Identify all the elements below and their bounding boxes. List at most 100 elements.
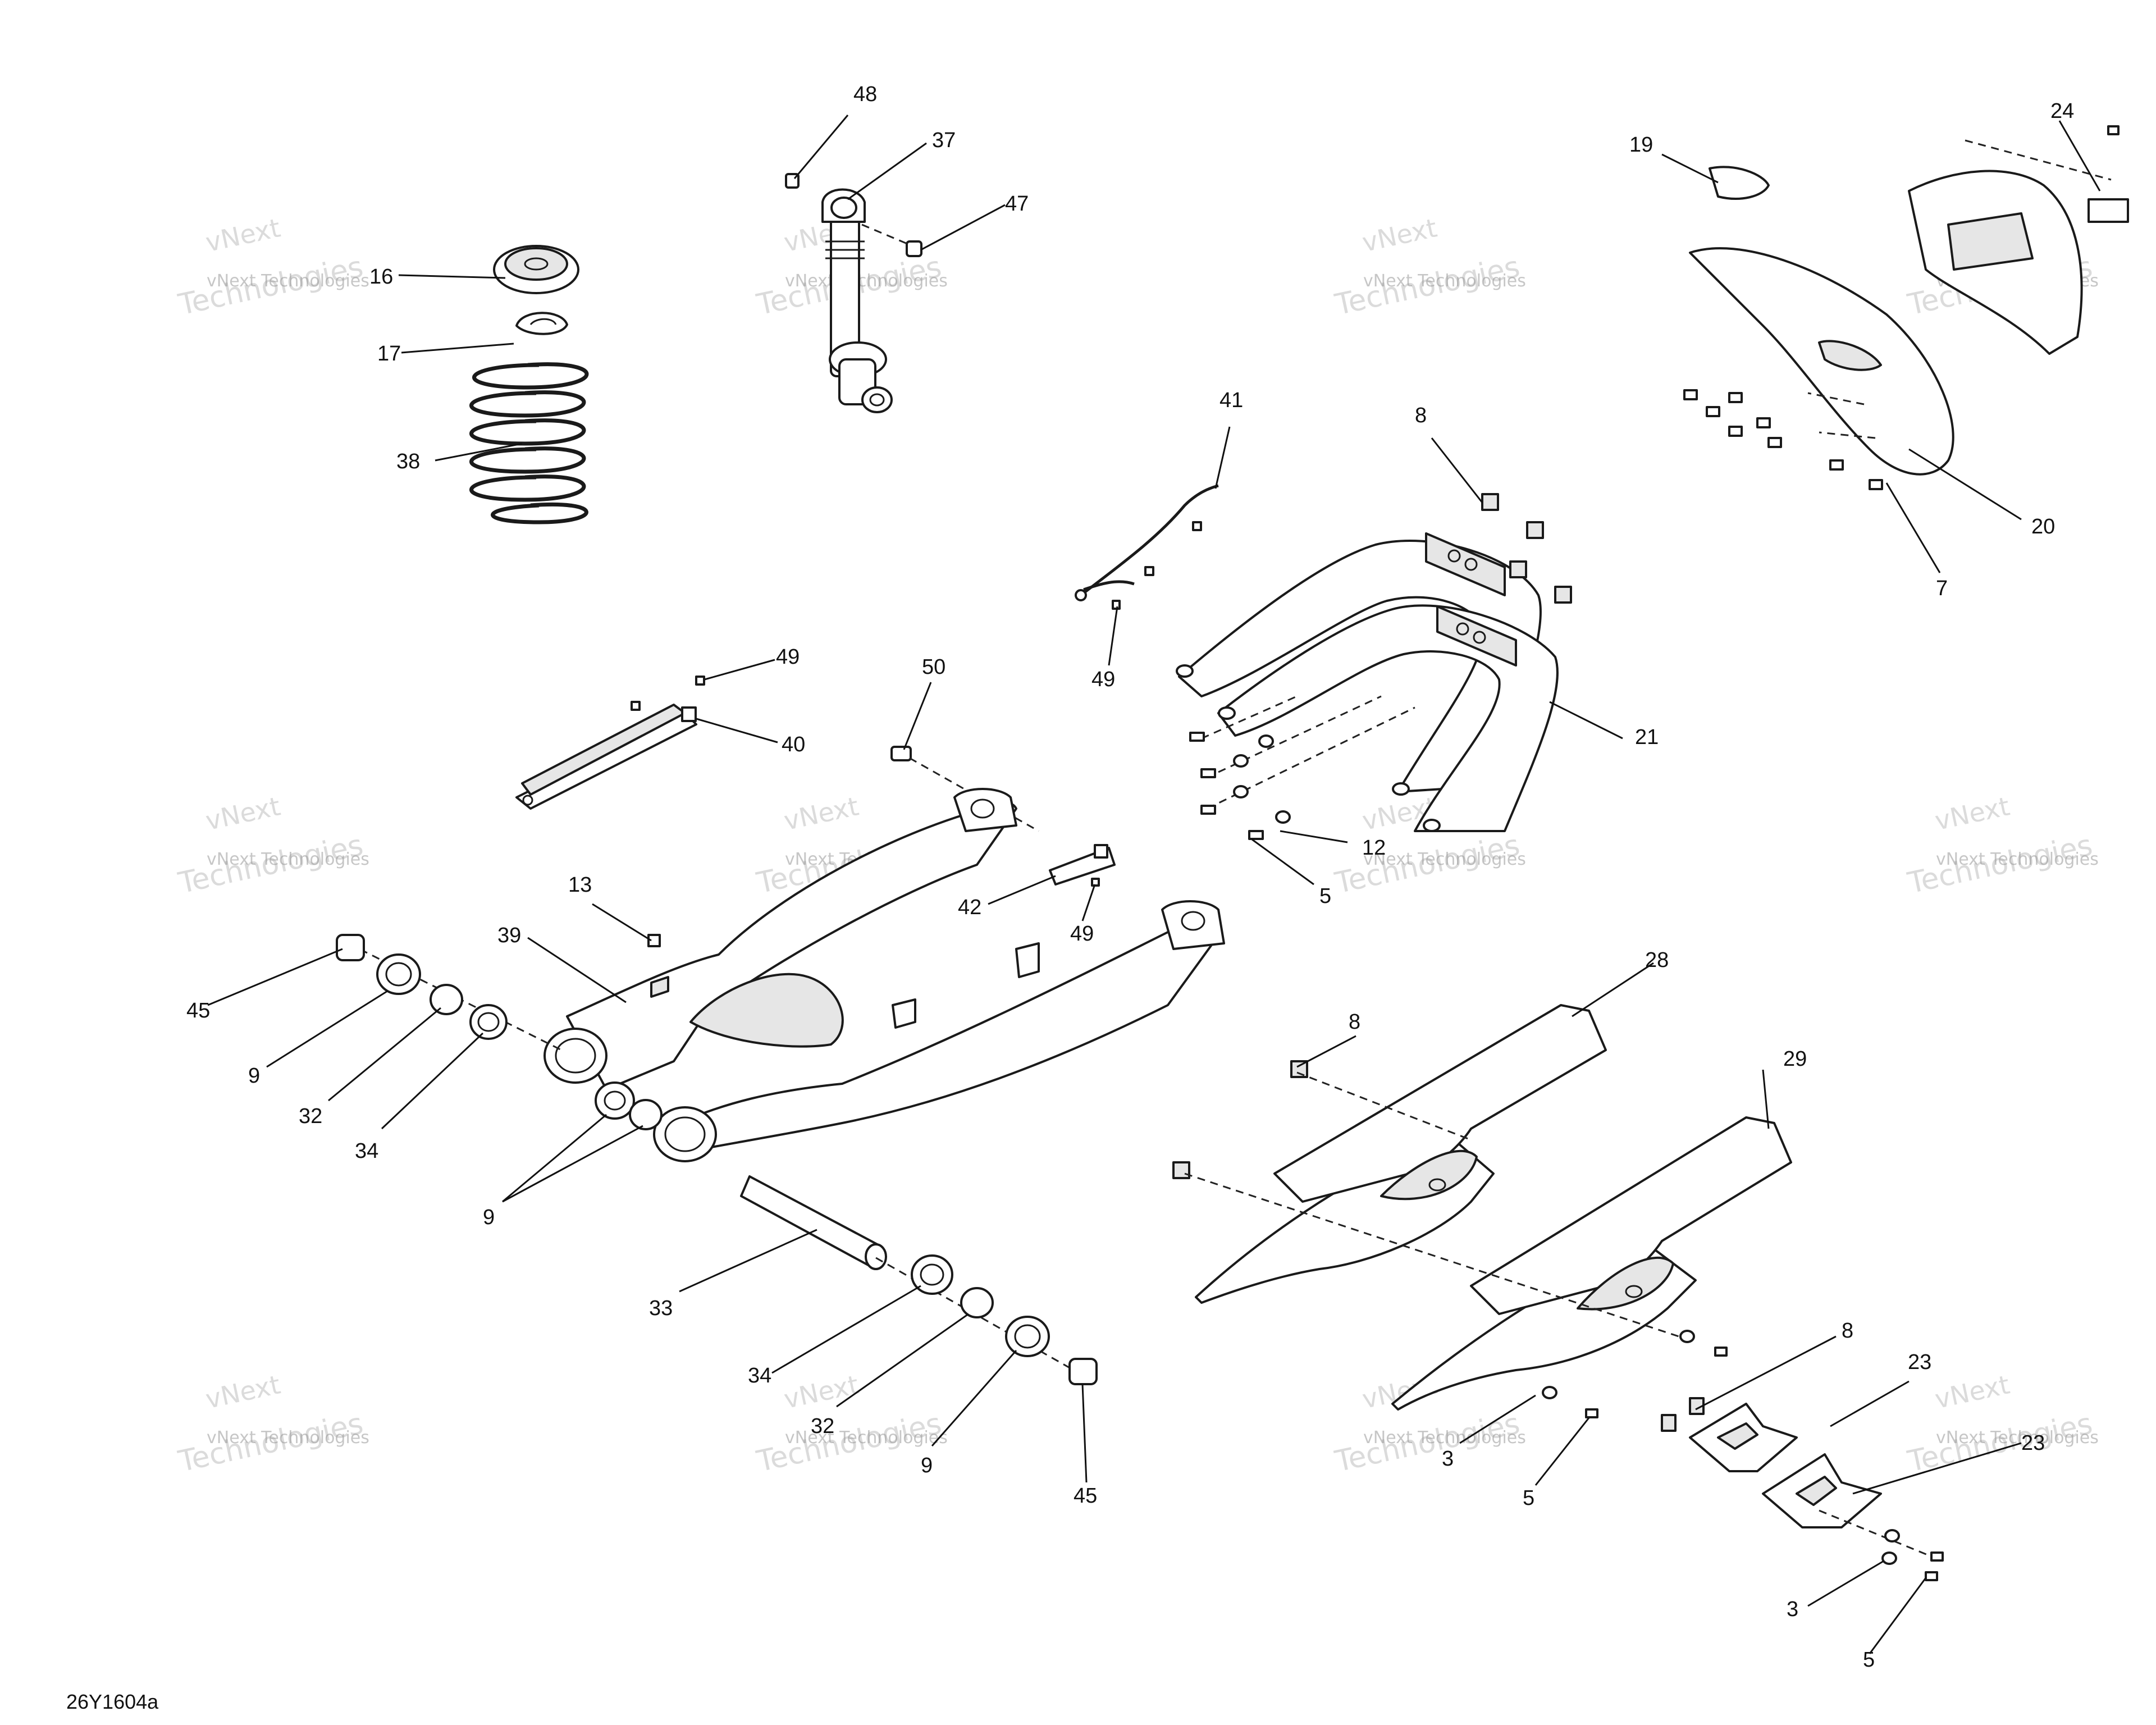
callout-37: 37 — [932, 129, 956, 152]
screw-49 — [695, 676, 705, 686]
callout-20: 20 — [2031, 515, 2055, 539]
tail-light-assembly — [1683, 125, 2129, 490]
watermark-text: vNext Technologies — [1363, 850, 1526, 869]
callout-9-right: 9 — [921, 1454, 933, 1477]
pivot-shaft-33 — [740, 1175, 883, 1267]
callout-17: 17 — [377, 342, 401, 366]
callout-3-cover: 3 — [1787, 1598, 1798, 1621]
watermark-text: vNext Technologies — [207, 1428, 369, 1448]
sleeve-34 — [469, 1004, 508, 1040]
watermark-brand: vNext — [781, 791, 861, 836]
screw-49 — [1112, 600, 1121, 610]
callout-8-guard: 8 — [1349, 1010, 1360, 1034]
callout-7: 7 — [1936, 577, 1948, 600]
callout-47: 47 — [1005, 192, 1029, 216]
spring-assembly — [469, 245, 589, 524]
watermark-text: vNext Technologies — [1363, 271, 1526, 291]
callouts: 48 37 47 16 17 38 19 24 20 7 41 8 49 21 … — [186, 83, 2074, 1672]
callout-28: 28 — [1645, 948, 1669, 972]
pivot-hardware-left — [336, 934, 663, 1130]
callout-39: 39 — [497, 924, 521, 947]
callout-5-cover: 5 — [1863, 1648, 1875, 1672]
washer-12 — [1258, 734, 1274, 748]
clip-nut-8 — [1661, 1414, 1677, 1432]
watermark-text: vNext Technologies — [785, 271, 948, 291]
bracket-40 — [515, 676, 705, 810]
rear-rack-21 — [1176, 493, 1572, 840]
callout-13: 13 — [568, 873, 592, 897]
screw-5 — [1714, 1347, 1728, 1357]
callout-19: 19 — [1629, 133, 1653, 157]
callout-16: 16 — [369, 265, 393, 289]
chain-guard-hardware — [1184, 1071, 1728, 1418]
reflector — [2088, 198, 2129, 223]
cable-41 — [1075, 484, 1219, 610]
flange-bolt-45 — [336, 934, 365, 961]
callout-32-right: 32 — [811, 1414, 834, 1438]
watermark-brand: vNext — [203, 1369, 283, 1414]
watermark-brand: vNext — [203, 791, 283, 836]
callout-33: 33 — [649, 1297, 673, 1320]
watermark-text: vNext Technologies — [207, 271, 369, 291]
bushing-32 — [430, 984, 463, 1015]
nut-13 — [647, 934, 661, 947]
callout-3-guard: 3 — [1442, 1447, 1454, 1471]
screw-5 — [1189, 732, 1205, 742]
pivot-hardware-right — [740, 1175, 1098, 1385]
callout-40: 40 — [782, 733, 805, 756]
callout-49-lower: 49 — [1070, 922, 1094, 946]
spring-retainer-16 — [493, 245, 579, 294]
callout-23-lower: 23 — [2021, 1431, 2045, 1455]
bracket-cover-23 — [1661, 1397, 1944, 1581]
watermark-text: vNext Technologies — [1363, 1428, 1526, 1448]
callout-34-left: 34 — [355, 1139, 378, 1163]
shock-bolt-47 — [861, 223, 922, 257]
callout-38: 38 — [396, 450, 420, 473]
callout-45-left: 45 — [186, 999, 210, 1023]
chain-guard-29 — [1391, 1116, 1792, 1411]
callout-49-cable: 49 — [1091, 668, 1115, 691]
callout-9-center: 9 — [483, 1206, 495, 1229]
coil-spring-38 — [469, 362, 589, 524]
callout-42: 42 — [958, 896, 981, 919]
callout-50: 50 — [922, 655, 945, 679]
watermark-text: vNext Technologies — [207, 850, 369, 869]
washer-3 — [1679, 1330, 1695, 1343]
callout-41: 41 — [1219, 389, 1243, 412]
watermark-brand: vNext — [203, 212, 283, 258]
callout-8-rack: 8 — [1415, 404, 1427, 427]
watermark-brand: vNext — [1932, 791, 2012, 836]
swing-arm-39 — [543, 788, 1225, 1162]
watermark-brand: vNext — [1359, 212, 1440, 258]
callout-9-left: 9 — [248, 1064, 260, 1088]
watermark-brand: vNext — [1932, 1369, 2012, 1414]
spring-clip-17 — [515, 312, 568, 335]
watermark-text: vNext Technologies — [785, 1428, 948, 1448]
screw-7 — [1683, 389, 1698, 400]
diagram-code: 26Y1604a — [66, 1690, 159, 1713]
bearing-9 — [376, 953, 421, 995]
watermark-text: vNext Technologies — [1936, 850, 2099, 869]
leader-lines — [207, 115, 2101, 1654]
callout-32-left: 32 — [299, 1105, 322, 1128]
callout-12: 12 — [1362, 836, 1386, 860]
tail-cover-20 — [1689, 247, 1954, 476]
watermarks: vNext Technologies vNext Technologies vN… — [175, 212, 2099, 1478]
callout-45-right: 45 — [1074, 1484, 1097, 1508]
callout-24: 24 — [2050, 99, 2074, 123]
callout-34-right: 34 — [748, 1364, 771, 1388]
callout-5-guard: 5 — [1523, 1486, 1534, 1510]
callout-23-upper: 23 — [1908, 1350, 1931, 1374]
clip-nut-8 — [1481, 493, 1499, 511]
callout-48: 48 — [853, 83, 877, 106]
callout-21: 21 — [1635, 725, 1659, 749]
callout-29: 29 — [1783, 1047, 1807, 1071]
callout-49-bracket: 49 — [776, 645, 800, 669]
shock-absorber — [785, 173, 922, 413]
watermark-brand: vNext — [781, 1369, 861, 1414]
lens-seal-19 — [1709, 166, 1770, 200]
bracket-42 — [1049, 844, 1116, 887]
callout-5-rack: 5 — [1319, 884, 1331, 908]
chain-guard-28 — [1172, 1004, 1607, 1304]
